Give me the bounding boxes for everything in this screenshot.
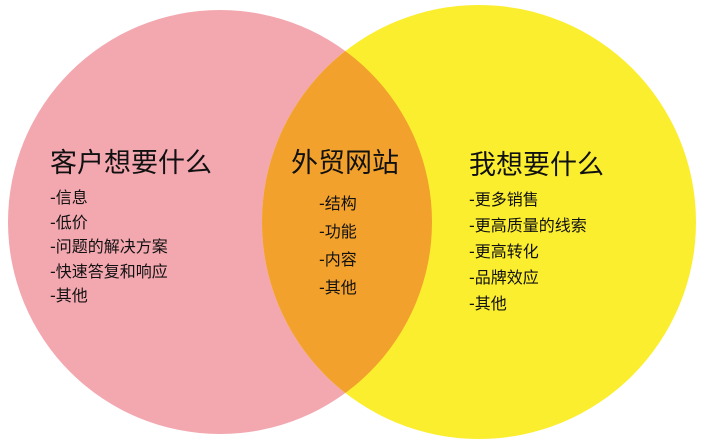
- list-item: -更高质量的线索: [469, 216, 587, 235]
- list-item: -其他: [319, 278, 357, 297]
- center-group-title: 外贸网站: [291, 148, 399, 179]
- list-item: -结构: [319, 194, 357, 213]
- left-group-list: -信息 -低价 -问题的解决方案 -快速答复和响应 -其他: [50, 186, 212, 309]
- overlap-region: [262, 10, 432, 434]
- list-item: -低价: [50, 212, 88, 232]
- center-group-list: -结构 -功能 -内容 -其他: [291, 190, 399, 302]
- list-item: -品牌效应: [469, 268, 539, 287]
- list-item: -更多销售: [469, 190, 539, 209]
- right-group-list: -更多销售 -更高质量的线索 -更高转化 -品牌效应 -其他: [469, 187, 604, 317]
- right-group: 我想要什么 -更多销售 -更高质量的线索 -更高转化 -品牌效应 -其他: [469, 149, 604, 317]
- left-group: 客户想要什么 -信息 -低价 -问题的解决方案 -快速答复和响应 -其他: [50, 147, 212, 309]
- list-item: -内容: [319, 250, 357, 269]
- list-item: -问题的解决方案: [50, 237, 168, 256]
- list-item: -快速答复和响应: [50, 261, 168, 281]
- right-group-title: 我想要什么: [469, 150, 604, 181]
- list-item: -其他: [50, 286, 88, 305]
- list-item: -功能: [319, 222, 357, 241]
- list-item: -信息: [50, 188, 88, 207]
- list-item: -其他: [469, 294, 507, 313]
- left-group-title: 客户想要什么: [50, 148, 212, 179]
- list-item: -更高转化: [469, 242, 539, 261]
- center-group: 外贸网站 -结构 -功能 -内容 -其他: [291, 147, 399, 302]
